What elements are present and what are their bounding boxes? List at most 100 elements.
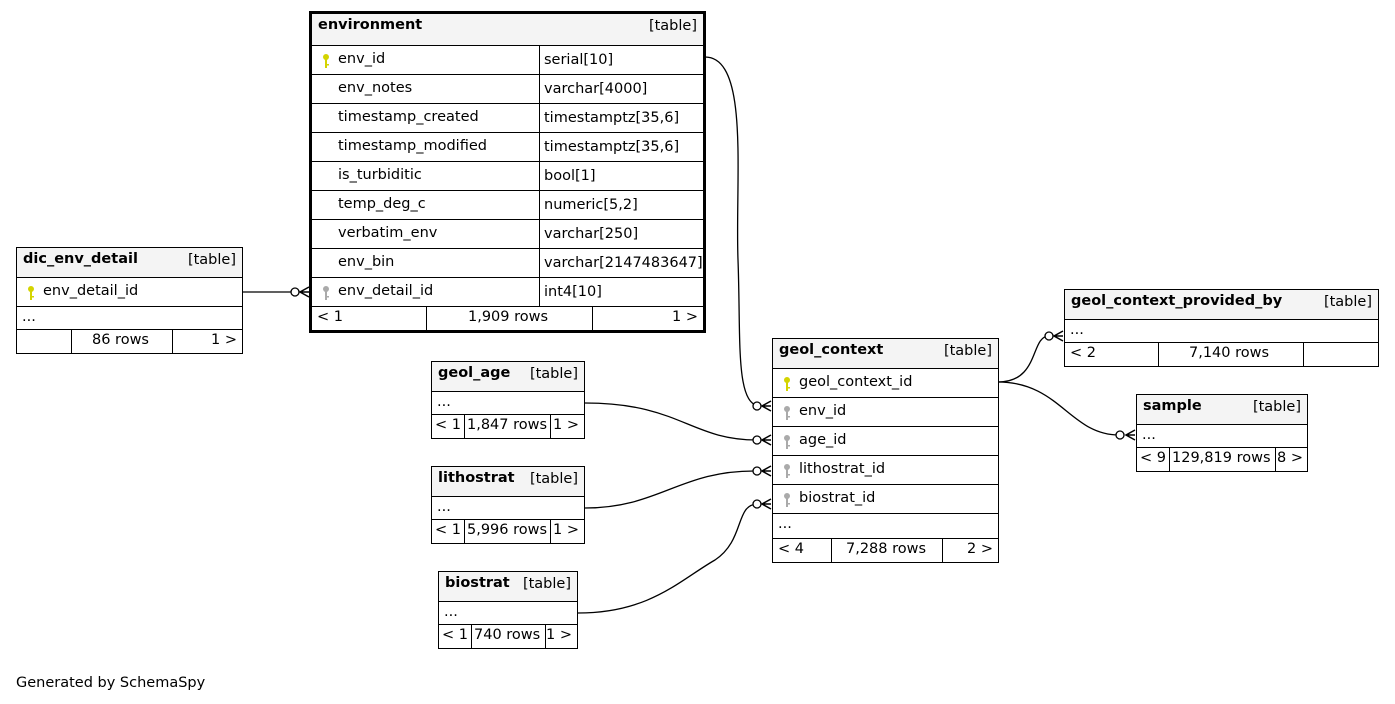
edge-geol-context-sample — [997, 381, 1120, 436]
column-row: verbatim_env varchar[250] — [312, 219, 703, 248]
table-kind: [table] — [943, 343, 992, 359]
footer-right[interactable]: 1 > — [672, 309, 698, 325]
footer-right[interactable]: 8 > — [1277, 450, 1303, 466]
edge-lithostrat-geol-context — [584, 470, 758, 509]
table-footer: < 2 7,140 rows — [1065, 342, 1378, 366]
table-name: lithostrat — [438, 470, 515, 486]
ellipsis: ... — [22, 309, 36, 325]
edge-geol-context-provided-by — [997, 335, 1050, 383]
crowfoot-marker — [1124, 429, 1136, 441]
column-type: numeric[5,2] — [539, 191, 638, 219]
more-columns: ... — [432, 496, 584, 519]
primary-key-icon — [28, 286, 34, 300]
column-type: varchar[2147483647] — [539, 249, 703, 277]
zero-marker — [752, 466, 762, 476]
column-name: age_id — [799, 432, 847, 448]
foreign-key-icon — [784, 435, 790, 449]
table-biostrat[interactable]: biostrat [table] ... < 1 740 rows 1 > — [438, 571, 578, 649]
table-geol-context-provided-by[interactable]: geol_context_provided_by [table] ... < 2… — [1064, 289, 1379, 367]
column-row: env_id serial[10] — [312, 45, 703, 74]
edge-biostrat-geol-context — [577, 503, 758, 614]
column-name: env_id — [338, 51, 386, 67]
footer-right[interactable]: 1 > — [553, 417, 579, 433]
ellipsis: ... — [437, 394, 451, 410]
foreign-key-icon — [784, 464, 790, 478]
more-columns: ... — [432, 391, 584, 414]
column-name: lithostrat_id — [799, 461, 886, 477]
row-count: 86 rows — [92, 332, 149, 348]
generated-by-credit: Generated by SchemaSpy — [16, 675, 206, 691]
table-sample[interactable]: sample [table] ... < 9 129,819 rows 8 > — [1136, 394, 1308, 472]
column-row: geol_context_id — [773, 368, 998, 397]
table-name: environment — [318, 17, 423, 33]
primary-key-icon — [323, 54, 329, 68]
footer-left[interactable]: < 1 — [317, 309, 343, 325]
foreign-key-icon — [323, 286, 329, 300]
row-count: 5,996 rows — [467, 522, 548, 538]
column-type: int4[10] — [539, 278, 602, 306]
table-footer: < 9 129,819 rows 8 > — [1137, 447, 1307, 471]
column-type: timestamptz[35,6] — [539, 104, 679, 132]
table-name: dic_env_detail — [23, 251, 138, 267]
column-name: env_bin — [338, 254, 395, 270]
row-count: 1,847 rows — [467, 417, 548, 433]
footer-right[interactable]: 2 > — [967, 541, 993, 557]
row-count: 740 rows — [474, 627, 541, 643]
footer-left[interactable]: < 1 — [435, 417, 461, 433]
table-header: sample [table] — [1137, 395, 1307, 424]
table-header: geol_context_provided_by [table] — [1065, 290, 1378, 319]
table-name: geol_age — [438, 365, 511, 381]
row-count: 7,288 rows — [846, 541, 927, 557]
zero-marker — [752, 401, 762, 411]
table-header: dic_env_detail [table] — [17, 248, 242, 277]
column-type: varchar[4000] — [539, 75, 647, 103]
table-kind: [table] — [187, 252, 236, 268]
table-kind: [table] — [529, 471, 578, 487]
table-footer: 86 rows 1 > — [17, 329, 242, 353]
table-kind: [table] — [522, 576, 571, 592]
footer-left[interactable]: < 1 — [435, 522, 461, 538]
footer-left[interactable]: < 4 — [778, 541, 804, 557]
table-dic-env-detail[interactable]: dic_env_detail [table] env_detail_id ...… — [16, 247, 243, 354]
row-count: 1,909 rows — [468, 309, 549, 325]
footer-left[interactable]: < 1 — [442, 627, 468, 643]
footer-right[interactable]: 1 > — [546, 627, 572, 643]
foreign-key-icon — [784, 406, 790, 420]
table-name: biostrat — [445, 575, 510, 591]
table-footer: < 1 740 rows 1 > — [439, 624, 577, 648]
ellipsis: ... — [444, 604, 458, 620]
column-name: env_notes — [338, 80, 413, 96]
footer-right[interactable]: 1 > — [211, 332, 237, 348]
table-name: geol_context — [779, 342, 884, 358]
column-name: temp_deg_c — [338, 196, 426, 212]
column-row: lithostrat_id — [773, 455, 998, 484]
ellipsis: ... — [1070, 322, 1084, 338]
foreign-key-icon — [784, 493, 790, 507]
column-name: biostrat_id — [799, 490, 876, 506]
column-type: serial[10] — [539, 46, 613, 74]
column-row: temp_deg_c numeric[5,2] — [312, 190, 703, 219]
footer-left[interactable]: < 9 — [1140, 450, 1166, 466]
column-name: verbatim_env — [338, 225, 438, 241]
footer-left[interactable]: < 2 — [1070, 345, 1096, 361]
table-kind: [table] — [1323, 294, 1372, 310]
zero-marker — [290, 287, 300, 297]
column-type: varchar[250] — [539, 220, 638, 248]
column-row: env_bin varchar[2147483647] — [312, 248, 703, 277]
table-name: geol_context_provided_by — [1071, 293, 1283, 309]
footer-right[interactable]: 1 > — [553, 522, 579, 538]
column-row: env_notes varchar[4000] — [312, 74, 703, 103]
ellipsis: ... — [778, 516, 792, 532]
column-type: timestamptz[35,6] — [539, 133, 679, 161]
primary-key-icon — [784, 377, 790, 391]
edge-environment-geol-context — [704, 56, 761, 407]
column-name: is_turbiditic — [338, 167, 422, 183]
table-lithostrat[interactable]: lithostrat [table] ... < 1 5,996 rows 1 … — [431, 466, 585, 544]
table-geol-age[interactable]: geol_age [table] ... < 1 1,847 rows 1 > — [431, 361, 585, 439]
